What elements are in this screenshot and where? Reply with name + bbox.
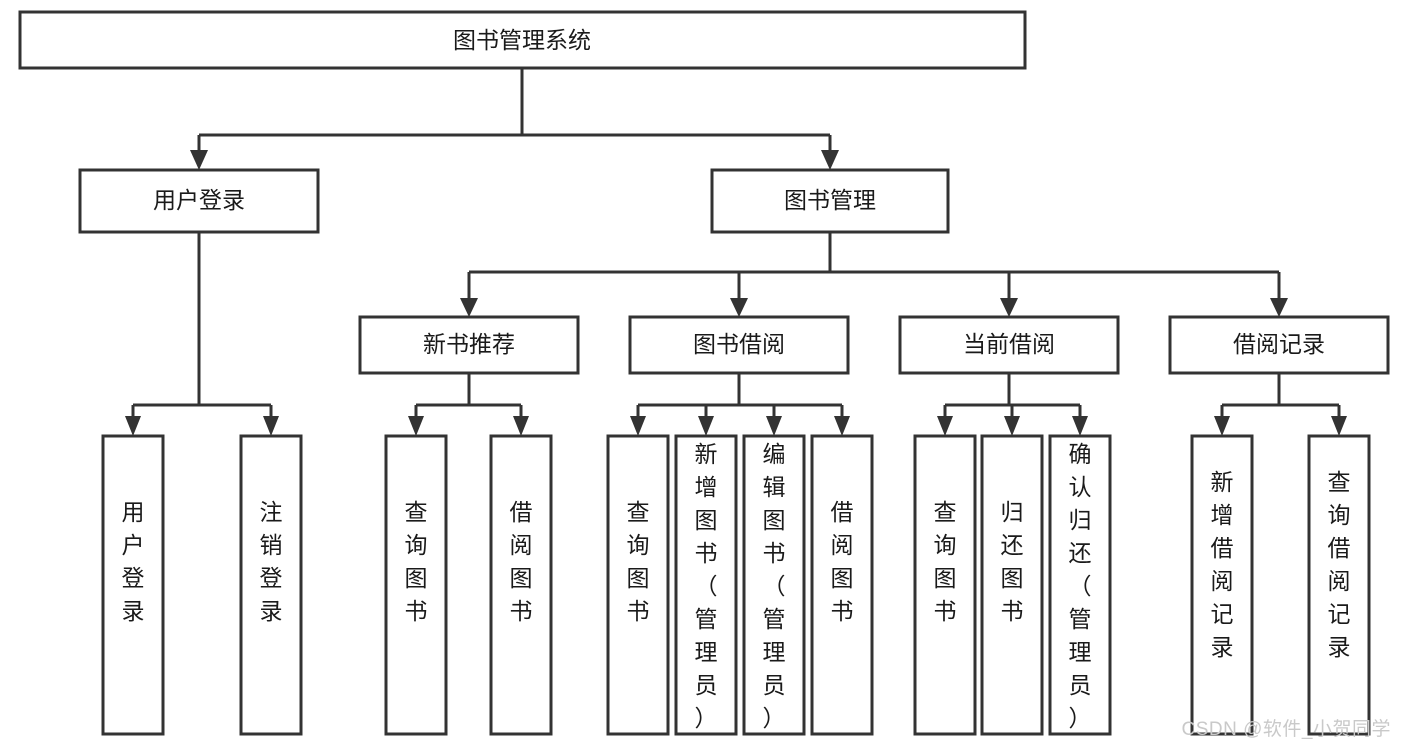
connector-group-current-borrow [937, 373, 1088, 436]
node-book-management[interactable]: 图书管理 [710, 168, 950, 234]
node-leaf-add-borrow-record-box[interactable] [1190, 434, 1254, 736]
node-leaf-logout-login[interactable]: 注销登录 [239, 434, 303, 736]
node-book-borrow[interactable]: 图书借阅 [628, 315, 850, 375]
node-new-book-recommend-box[interactable] [358, 315, 580, 375]
node-leaf-return-book[interactable]: 归还图书 [980, 434, 1044, 736]
arrow-head-leaf-return-book [1004, 416, 1020, 436]
connector-group-book-management [460, 232, 1288, 317]
node-leaf-query-book-3-label: 查询图书 [934, 499, 957, 624]
node-book-management-label: 图书管理 [784, 187, 876, 213]
node-leaf-query-book-2-label: 查询图书 [627, 499, 650, 624]
node-book-borrow-label: 图书借阅 [693, 331, 785, 357]
arrow-head-leaf-borrow-book-2 [834, 416, 850, 436]
node-leaf-query-book-1[interactable]: 查询图书 [384, 434, 448, 736]
node-leaf-user-login-box[interactable] [101, 434, 165, 736]
node-leaf-query-book-3[interactable]: 查询图书 [913, 434, 977, 736]
connector-group-root [190, 68, 839, 170]
node-leaf-query-book-2-box[interactable] [606, 434, 670, 736]
node-borrow-record-box[interactable] [1168, 315, 1390, 375]
node-leaf-borrow-book-2-label: 借阅图书 [831, 499, 854, 624]
node-borrow-record-label: 借阅记录 [1233, 331, 1325, 357]
arrow-head-leaf-user-login [125, 416, 141, 436]
node-leaf-borrow-book-1[interactable]: 借阅图书 [489, 434, 553, 736]
arrow-head-leaf-add-book [698, 416, 714, 436]
node-leaf-user-login-label: 用户登录 [122, 499, 145, 624]
arrow-head-leaf-logout-login [263, 416, 279, 436]
node-new-book-recommend-label: 新书推荐 [423, 331, 515, 357]
node-user-login-box[interactable] [78, 168, 320, 234]
arrow-head-leaf-query-book-1 [408, 416, 424, 436]
node-leaf-borrow-book-2[interactable]: 借阅图书 [810, 434, 874, 736]
node-leaf-user-login[interactable]: 用户登录 [101, 434, 165, 736]
arrow-head-leaf-query-borrow-record [1331, 416, 1347, 436]
node-leaf-edit-book[interactable]: 编辑图书（管理员） [742, 434, 806, 736]
node-leaf-add-borrow-record-label: 新增借阅记录 [1211, 469, 1234, 660]
arrow-head-new-book-recommend [460, 298, 478, 317]
node-current-borrow[interactable]: 当前借阅 [898, 315, 1120, 375]
node-current-borrow-box[interactable] [898, 315, 1120, 375]
node-leaf-add-book[interactable]: 新增图书（管理员） [674, 434, 738, 736]
node-book-management-box[interactable] [710, 168, 950, 234]
node-leaf-query-book-1-box[interactable] [384, 434, 448, 736]
connector-group-book-borrow [630, 373, 850, 436]
node-leaf-logout-login-box[interactable] [239, 434, 303, 736]
node-leaf-edit-book-label: 编辑图书（管理员） [763, 441, 786, 731]
node-root-label: 图书管理系统 [453, 27, 591, 53]
connector-group-new-book-recommend [408, 373, 529, 436]
node-new-book-recommend[interactable]: 新书推荐 [358, 315, 580, 375]
arrow-head-current-borrow [1000, 298, 1018, 317]
node-leaf-query-borrow-record[interactable]: 查询借阅记录 [1307, 434, 1371, 736]
arrow-head-borrow-record [1270, 298, 1288, 317]
arrow-head-leaf-add-borrow-record [1214, 416, 1230, 436]
node-leaf-edit-book-box[interactable] [742, 434, 806, 736]
node-book-borrow-box[interactable] [628, 315, 850, 375]
node-borrow-record[interactable]: 借阅记录 [1168, 315, 1390, 375]
node-leaf-borrow-book-2-box[interactable] [810, 434, 874, 736]
arrow-head-leaf-borrow-book-1 [513, 416, 529, 436]
node-user-login-label: 用户登录 [153, 187, 245, 213]
arrow-head-book-borrow [730, 298, 748, 317]
node-leaf-borrow-book-1-box[interactable] [489, 434, 553, 736]
node-leaf-return-book-label: 归还图书 [1001, 499, 1024, 624]
node-current-borrow-label: 当前借阅 [963, 331, 1055, 357]
node-leaf-query-book-1-label: 查询图书 [405, 499, 428, 624]
node-root[interactable]: 图书管理系统 [18, 10, 1027, 70]
node-leaf-query-borrow-record-label: 查询借阅记录 [1328, 469, 1351, 660]
connector-group-user-login [125, 232, 279, 436]
node-leaf-logout-login-label: 注销登录 [260, 499, 283, 624]
node-leaf-confirm-return[interactable]: 确认归还（管理员） [1048, 434, 1112, 736]
connector-group-borrow-record [1214, 373, 1347, 436]
node-root-box[interactable] [18, 10, 1027, 70]
node-leaf-return-book-box[interactable] [980, 434, 1044, 736]
node-leaf-add-borrow-record[interactable]: 新增借阅记录 [1190, 434, 1254, 736]
node-user-login[interactable]: 用户登录 [78, 168, 320, 234]
node-leaf-confirm-return-box[interactable] [1048, 434, 1112, 736]
node-leaf-confirm-return-label: 确认归还（管理员） [1069, 441, 1092, 731]
arrow-head-leaf-edit-book [766, 416, 782, 436]
node-leaf-query-book-2[interactable]: 查询图书 [606, 434, 670, 736]
arrow-head-leaf-query-book-3 [937, 416, 953, 436]
arrow-head-leaf-confirm-return [1072, 416, 1088, 436]
node-leaf-add-book-label: 新增图书（管理员） [695, 441, 718, 731]
arrow-head-leaf-query-book-2 [630, 416, 646, 436]
arrow-head-book-management [821, 150, 839, 170]
node-leaf-add-book-box[interactable] [674, 434, 738, 736]
node-leaf-query-book-3-box[interactable] [913, 434, 977, 736]
node-leaf-borrow-book-1-label: 借阅图书 [510, 499, 533, 624]
node-leaf-query-borrow-record-box[interactable] [1307, 434, 1371, 736]
arrow-head-user-login [190, 150, 208, 170]
